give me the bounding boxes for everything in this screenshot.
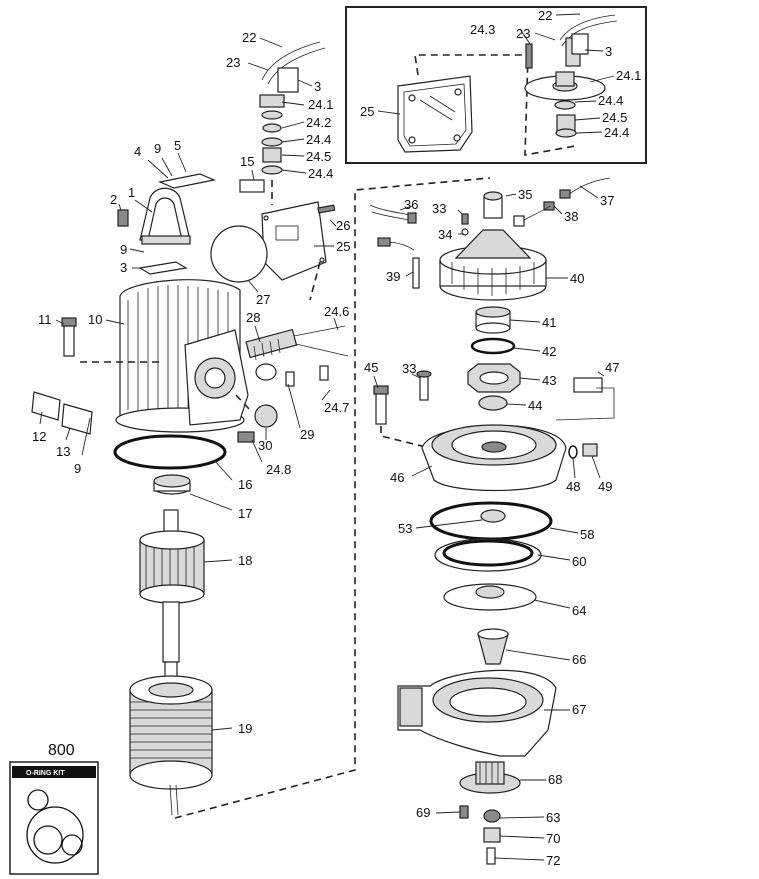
rotor-stator — [129, 177, 491, 819]
label-60: 60 — [572, 554, 586, 569]
label-19: 19 — [238, 721, 252, 736]
label-34: 34 — [438, 227, 452, 242]
label-41: 41 — [542, 315, 556, 330]
label-9: 9 — [74, 461, 81, 476]
label-24-3: 24.3 — [470, 22, 495, 37]
label-5: 5 — [174, 138, 181, 153]
label-12: 12 — [32, 429, 46, 444]
label-38: 38 — [564, 209, 578, 224]
motor-housing — [31, 173, 349, 495]
label-24-5: 24.5 — [602, 110, 627, 125]
label-22: 22 — [242, 30, 256, 45]
label-24-4: 24.4 — [306, 132, 331, 147]
label-13: 13 — [56, 444, 70, 459]
label-58: 58 — [580, 527, 594, 542]
label-39: 39 — [386, 269, 400, 284]
label-64: 64 — [572, 603, 586, 618]
label-40: 40 — [570, 271, 584, 286]
label-24-6: 24.6 — [324, 304, 349, 319]
label-69: 69 — [416, 805, 430, 820]
label-70: 70 — [546, 831, 560, 846]
label-24-2: 24.2 — [306, 115, 331, 130]
label-24-8: 24.8 — [266, 462, 291, 477]
label-45: 45 — [364, 360, 378, 375]
label-33: 33 — [432, 201, 446, 216]
part-labels: 22 23 3 24.1 24.2 24.4 24.5 24.4 4 9 5 1… — [26, 8, 641, 868]
label-28: 28 — [246, 310, 260, 325]
label-42: 42 — [542, 344, 556, 359]
label-16: 16 — [238, 477, 252, 492]
label-66: 66 — [572, 652, 586, 667]
cable-entry-assembly — [210, 41, 336, 301]
label-9: 9 — [120, 242, 127, 257]
kit-number: 800 — [48, 742, 75, 759]
label-3: 3 — [605, 44, 612, 59]
o-ring-kit — [9, 761, 99, 875]
label-29: 29 — [300, 427, 314, 442]
label-17: 17 — [238, 506, 252, 521]
label-24-4: 24.4 — [308, 166, 333, 181]
kit-label: O-RING KIT — [26, 770, 65, 777]
label-30: 30 — [258, 438, 272, 453]
label-18: 18 — [238, 553, 252, 568]
label-11: 11 — [38, 312, 52, 327]
label-9: 9 — [154, 141, 161, 156]
leader-lines — [39, 37, 605, 861]
label-35: 35 — [518, 187, 532, 202]
label-24-4: 24.4 — [598, 93, 623, 108]
label-24-4: 24.4 — [604, 125, 629, 140]
label-3: 3 — [314, 79, 321, 94]
label-47: 47 — [605, 360, 619, 375]
inset-panel — [345, 6, 647, 164]
pump-assembly — [369, 177, 615, 865]
label-48: 48 — [566, 479, 580, 494]
label-37: 37 — [600, 193, 614, 208]
label-25: 25 — [336, 239, 350, 254]
label-2: 2 — [110, 192, 117, 207]
label-24-5: 24.5 — [306, 149, 331, 164]
label-24-1: 24.1 — [308, 97, 333, 112]
label-36: 36 — [404, 197, 418, 212]
label-46: 46 — [390, 470, 404, 485]
label-23: 23 — [516, 26, 530, 41]
label-72: 72 — [546, 853, 560, 868]
label-33: 33 — [402, 361, 416, 376]
label-24-1: 24.1 — [616, 68, 641, 83]
label-27: 27 — [256, 292, 270, 307]
label-15: 15 — [240, 154, 254, 169]
label-23: 23 — [226, 55, 240, 70]
label-53: 53 — [398, 521, 412, 536]
label-25: 25 — [360, 104, 374, 119]
label-22: 22 — [538, 8, 552, 23]
label-67: 67 — [572, 702, 586, 717]
label-26: 26 — [336, 218, 350, 233]
label-44: 44 — [528, 398, 542, 413]
label-49: 49 — [598, 479, 612, 494]
label-1: 1 — [128, 185, 135, 200]
label-3: 3 — [120, 260, 127, 275]
label-63: 63 — [546, 810, 560, 825]
label-43: 43 — [542, 373, 556, 388]
label-10: 10 — [88, 312, 102, 327]
label-4: 4 — [134, 144, 141, 159]
label-24-7: 24.7 — [324, 400, 349, 415]
label-68: 68 — [548, 772, 562, 787]
